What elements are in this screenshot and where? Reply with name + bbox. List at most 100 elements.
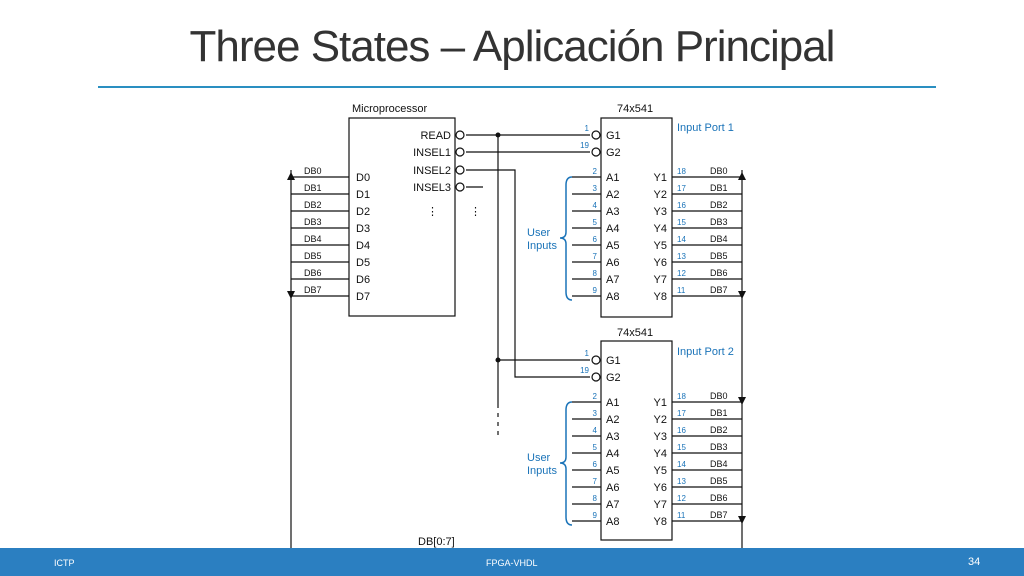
chip1-y5-num: 14 (677, 235, 686, 244)
chip1-a8: A8 (606, 291, 619, 303)
insel1-pin-label: INSEL1 (413, 147, 451, 159)
chip1-a7: A7 (606, 274, 619, 286)
micro-ellipsis: ⋮ (427, 206, 438, 218)
chip1-y4: Y4 (654, 223, 667, 235)
chip2-g1: G1 (606, 355, 621, 367)
chip2-a-pin-numbers: 2 3 4 5 6 7 8 9 (593, 392, 598, 520)
chip1-a2-num: 3 (593, 184, 598, 193)
chip2-y4: Y4 (654, 448, 667, 460)
user-inputs-brace-1 (559, 176, 573, 301)
footer-center-text: FPGA-VHDL (486, 558, 538, 568)
bus-db3-left: DB3 (304, 217, 322, 227)
input-port-2-label: Input Port 2 (677, 346, 734, 358)
bus-arrowheads (287, 172, 746, 524)
chip1-g1: G1 (606, 130, 621, 142)
chip1-db4: DB4 (710, 234, 728, 244)
chip1-y4-num: 15 (677, 218, 686, 227)
micro-pin-d0: D0 (356, 172, 370, 184)
chip2-db7: DB7 (710, 510, 728, 520)
chip2-db4: DB4 (710, 459, 728, 469)
chip1-y8-num: 11 (677, 286, 686, 295)
chip1-a3-num: 4 (593, 201, 598, 210)
chip1-db0: DB0 (710, 166, 728, 176)
chip2-y3: Y3 (654, 431, 667, 443)
micro-pin-d1: D1 (356, 189, 370, 201)
bus-name-label: DB[0:7] (418, 536, 455, 548)
chip1-y7-num: 12 (677, 269, 686, 278)
chip2-a5-num: 6 (593, 460, 598, 469)
chip2-db3: DB3 (710, 442, 728, 452)
chip1-g2-num: 19 (580, 141, 589, 150)
chip1-a5-num: 6 (593, 235, 598, 244)
chip1-a1-num: 2 (593, 167, 598, 176)
chip2-y8-num: 11 (677, 511, 686, 520)
chip1-g2: G2 (606, 147, 621, 159)
chip1-a3: A3 (606, 206, 619, 218)
micro-pin-d5: D5 (356, 257, 370, 269)
chip2-db5: DB5 (710, 476, 728, 486)
chip1-bus-labels: DB0 DB1 DB2 DB3 DB4 DB5 DB6 DB7 (710, 166, 728, 295)
chip2-a4: A4 (606, 448, 619, 460)
user-inputs-label-2a: User (527, 452, 551, 464)
chip1-a1: A1 (606, 172, 619, 184)
chip1-a6-num: 7 (593, 252, 598, 261)
chip2-y7: Y7 (654, 499, 667, 511)
micro-pin-d4: D4 (356, 240, 370, 252)
chip1-y2-num: 17 (677, 184, 686, 193)
bus-db4-left: DB4 (304, 234, 322, 244)
micro-ellipsis-2: ⋮ (470, 206, 481, 218)
chip1-y-pin-numbers: 18 17 16 15 14 13 12 11 (677, 167, 686, 295)
chip1-db3: DB3 (710, 217, 728, 227)
chip1-y1-num: 18 (677, 167, 686, 176)
chip1-db2: DB2 (710, 200, 728, 210)
chip2-db2: DB2 (710, 425, 728, 435)
chip2-y-pin-numbers: 18 17 16 15 14 13 12 11 (677, 392, 686, 520)
insel3-pin-label: INSEL3 (413, 182, 451, 194)
slide-title: Three States – Aplicación Principal (189, 22, 836, 71)
chip2-y6: Y6 (654, 482, 667, 494)
chip1-y6-num: 13 (677, 252, 686, 261)
chip1-a7-num: 8 (593, 269, 598, 278)
footer-bar (0, 548, 1024, 576)
chip2-g2: G2 (606, 372, 621, 384)
chip-port2-box (600, 340, 673, 541)
chip2-y5-num: 14 (677, 460, 686, 469)
chip2-name: 74x541 (617, 327, 653, 339)
chip2-y8: Y8 (654, 516, 667, 528)
chip2-y2: Y2 (654, 414, 667, 426)
chip2-a5: A5 (606, 465, 619, 477)
chip2-y2-num: 17 (677, 409, 686, 418)
bus-db0-left: DB0 (304, 166, 322, 176)
chip1-a2: A2 (606, 189, 619, 201)
insel2-pin-label: INSEL2 (413, 165, 451, 177)
chip2-a2-num: 3 (593, 409, 598, 418)
chip1-db5: DB5 (710, 251, 728, 261)
chip1-name: 74x541 (617, 103, 653, 115)
chip2-y-pins: Y1 Y2 Y3 Y4 Y5 Y6 Y7 Y8 (654, 397, 667, 528)
chip2-db0: DB0 (710, 391, 728, 401)
chip2-a8-num: 9 (593, 511, 598, 520)
chip2-y1: Y1 (654, 397, 667, 409)
chip2-a3: A3 (606, 431, 619, 443)
chip1-y2: Y2 (654, 189, 667, 201)
chip2-a6: A6 (606, 482, 619, 494)
chip2-a3-num: 4 (593, 426, 598, 435)
chip2-a8: A8 (606, 516, 619, 528)
chip-port1-box (600, 117, 673, 318)
chip1-y3-num: 16 (677, 201, 686, 210)
chip2-g2-num: 19 (580, 366, 589, 375)
micro-pin-d6: D6 (356, 274, 370, 286)
chip1-db6: DB6 (710, 268, 728, 278)
user-inputs-brace-2 (559, 401, 573, 526)
user-inputs-label-1a: User (527, 227, 551, 239)
chip2-y4-num: 15 (677, 443, 686, 452)
chip1-a5: A5 (606, 240, 619, 252)
microprocessor-label: Microprocessor (352, 103, 428, 115)
chip2-a7: A7 (606, 499, 619, 511)
chip2-y6-num: 13 (677, 477, 686, 486)
chip2-a6-num: 7 (593, 477, 598, 486)
user-inputs-label-1b: Inputs (527, 240, 557, 252)
chip1-db1: DB1 (710, 183, 728, 193)
chip1-a4: A4 (606, 223, 619, 235)
